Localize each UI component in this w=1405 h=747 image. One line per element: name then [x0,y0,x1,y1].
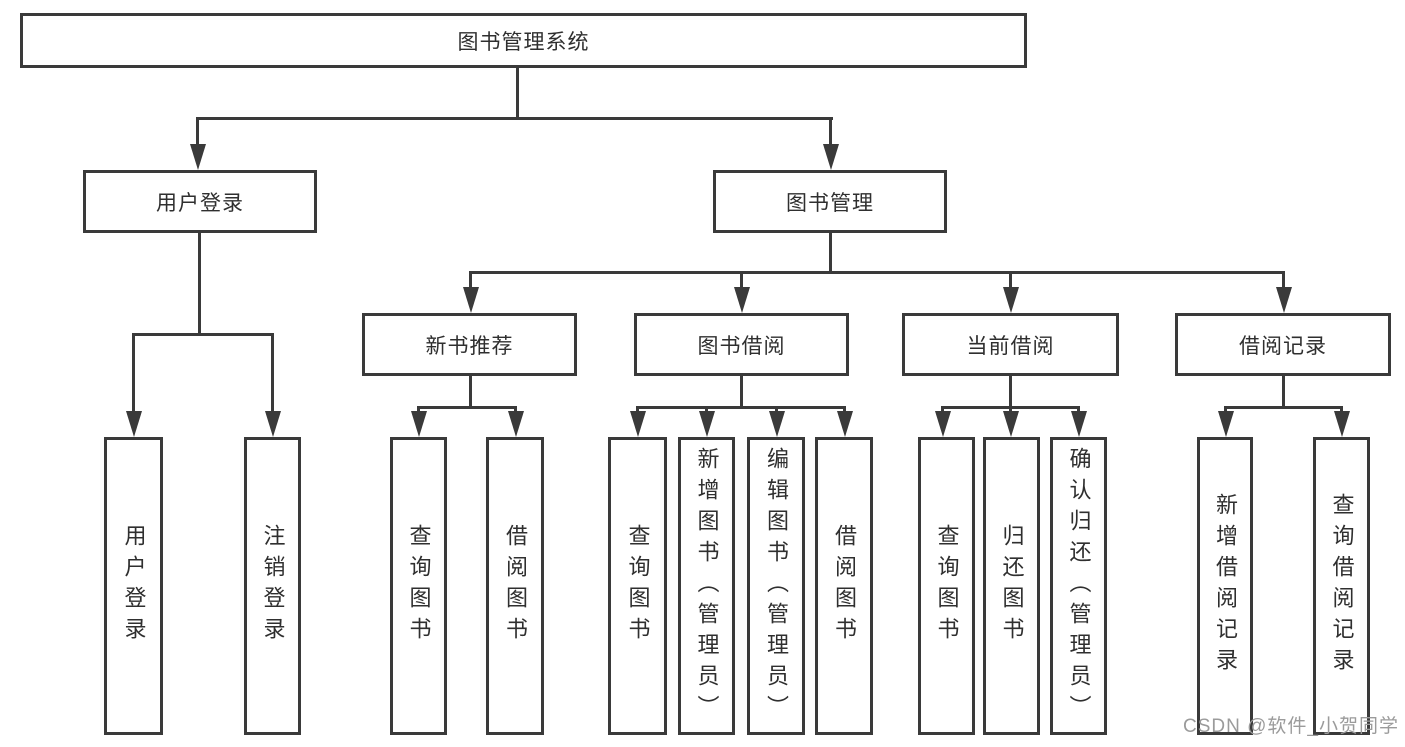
arrow-down-icon [698,406,715,437]
node-new-book-recommendation: 新书推荐 [362,313,577,376]
leaf-label: 借阅图书 [503,524,528,648]
arrow-down-icon [462,271,479,313]
leaf-user-login: 用户登录 [104,437,163,735]
connector-stem [829,233,832,272]
leaf-edit-book-admin: 编辑图书（管理员） [747,437,805,735]
leaf-confirm-return-admin: 确认归还（管理员） [1050,437,1107,735]
arrow-down-icon [1070,406,1087,437]
arrow-down-icon [1217,406,1234,437]
node-label: 图书管理系统 [457,30,590,54]
leaf-label: 用户登录 [121,524,147,648]
leaf-label: 新增借阅记录 [1213,493,1238,679]
leaf-query-borrow-record: 查询借阅记录 [1313,437,1370,735]
leaf-query-books-2: 查询图书 [608,437,667,735]
node-user-login: 用户登录 [83,170,317,233]
connector-rail [1225,406,1343,409]
node-label: 借阅记录 [1239,334,1327,358]
connector-rail [133,333,274,336]
connector-stem [1282,376,1285,407]
leaf-label: 查询借阅记录 [1329,493,1355,679]
arrow-down-icon [822,117,839,170]
leaf-label: 查询图书 [406,524,432,648]
leaf-borrow-books: 借阅图书 [486,437,544,735]
leaf-add-borrow-record: 新增借阅记录 [1197,437,1253,735]
arrow-down-icon [934,406,951,437]
connector-stem [469,376,472,407]
node-label: 用户登录 [156,191,244,215]
arrow-down-icon [1002,406,1019,437]
connector-rail [470,271,1285,274]
leaf-label: 编辑图书（管理员） [764,446,789,726]
leaf-logout: 注销登录 [244,437,301,735]
arrow-down-icon [507,406,524,437]
leaf-label: 确认归还（管理员） [1066,446,1092,726]
arrow-down-icon [125,333,142,437]
leaf-label: 注销登录 [260,524,286,648]
arrow-down-icon [264,333,281,437]
leaf-borrow-books-2: 借阅图书 [815,437,873,735]
node-label: 新书推荐 [425,334,514,358]
leaf-query-books-3: 查询图书 [918,437,975,735]
node-library-management-system: 图书管理系统 [20,13,1027,68]
node-label: 当前借阅 [966,334,1055,358]
leaf-add-book-admin: 新增图书（管理员） [678,437,735,735]
leaf-label: 借阅图书 [832,524,857,648]
arrow-down-icon [1275,271,1292,313]
arrow-down-icon [836,406,853,437]
arrow-down-icon [768,406,785,437]
arrow-down-icon [629,406,646,437]
leaf-return-books: 归还图书 [983,437,1040,735]
node-book-borrowing: 图书借阅 [634,313,849,376]
connector-stem [198,233,201,335]
arrow-down-icon [410,406,427,437]
arrow-down-icon [1333,406,1350,437]
connector-rail [637,406,846,409]
leaf-label: 查询图书 [934,524,960,648]
node-label: 图书管理 [786,191,874,215]
connector-stem [1009,376,1012,407]
connector-stem [740,376,743,407]
connector-rail [418,406,517,409]
leaf-label: 查询图书 [625,524,651,648]
node-label: 图书借阅 [697,334,786,358]
arrow-down-icon [733,271,750,313]
leaf-label: 新增图书（管理员） [694,446,720,726]
arrow-down-icon [189,117,206,170]
node-borrowing-records: 借阅记录 [1175,313,1391,376]
leaf-query-books: 查询图书 [390,437,447,735]
csdn-watermark: CSDN @软件_小贺同学 [1183,716,1399,737]
node-current-borrowing: 当前借阅 [902,313,1119,376]
arrow-down-icon [1002,271,1019,313]
node-book-management: 图书管理 [713,170,947,233]
connector-rail [197,117,833,120]
leaf-label: 归还图书 [999,524,1025,648]
connector-stem [516,68,519,118]
